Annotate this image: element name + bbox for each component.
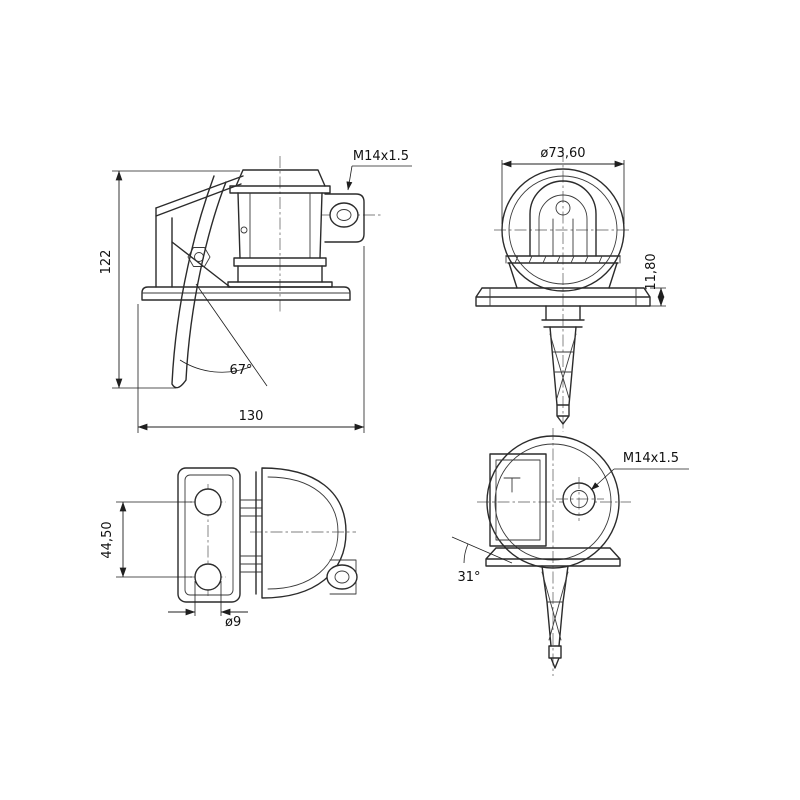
view-side-elevation: 122 130 67° M14x1.5	[99, 149, 412, 433]
dim-label-flange-thickness: 11,80	[644, 253, 659, 290]
view-bracket-elevation: 44,50 ø9	[100, 467, 358, 630]
view-plan: 31° M14x1.5	[451, 428, 689, 676]
thread-callout-plan: M14x1.5	[590, 451, 689, 491]
thread-callout-side: M14x1.5	[346, 149, 412, 191]
hex-nut	[187, 247, 211, 267]
dimension-overall-height: 122	[99, 170, 240, 389]
bolt-hole-bottom	[194, 563, 222, 591]
plunger-stem-plan	[541, 565, 569, 669]
dim-label-overall-width: 130	[239, 409, 264, 424]
bolt-hole-top	[194, 488, 222, 516]
thread-callout-label: M14x1.5	[623, 451, 679, 466]
pump-body-side	[141, 169, 351, 301]
view-front-elevation: ø73,60 11,80	[475, 146, 666, 432]
dimension-lever-angle: 67°	[179, 283, 268, 387]
dim-label-cap-diameter: ø73,60	[540, 146, 585, 161]
dimension-overall-width: 130	[137, 246, 365, 433]
dim-label-overall-height: 122	[99, 250, 114, 275]
thread-callout-label: M14x1.5	[353, 149, 409, 164]
pump-cap-front	[501, 168, 625, 292]
dim-label-lever-angle: 67°	[229, 363, 252, 378]
pump-cap-plan	[486, 435, 620, 569]
dimension-hole-spacing: 44,50	[100, 501, 192, 578]
pivot-pin	[555, 200, 571, 216]
mounting-bracket-side	[155, 175, 244, 288]
bracket-plan	[489, 453, 547, 547]
dimension-cap-diameter: ø73,60	[501, 146, 625, 224]
priming-lever	[171, 175, 227, 389]
pump-cap-rear	[261, 467, 347, 599]
dimension-hole-diameter: ø9	[168, 581, 248, 630]
dimension-flange-thickness: 11,80	[644, 253, 666, 307]
plunger-stem-front	[541, 305, 585, 425]
dim-label-hole-spacing: 44,50	[100, 521, 115, 558]
linkage-front	[239, 471, 263, 595]
outlet-fitting-side	[324, 193, 365, 243]
dim-label-hole-diameter: ø9	[225, 615, 241, 630]
dimension-port-angle: 31°	[451, 536, 513, 585]
mounting-plate-front	[177, 467, 241, 603]
body-vent-hole	[240, 226, 248, 234]
base-flange-front	[475, 287, 651, 307]
outlet-fitting-rear	[326, 559, 358, 595]
dim-label-port-angle: 31°	[457, 570, 480, 585]
threaded-port-plan	[556, 477, 604, 521]
